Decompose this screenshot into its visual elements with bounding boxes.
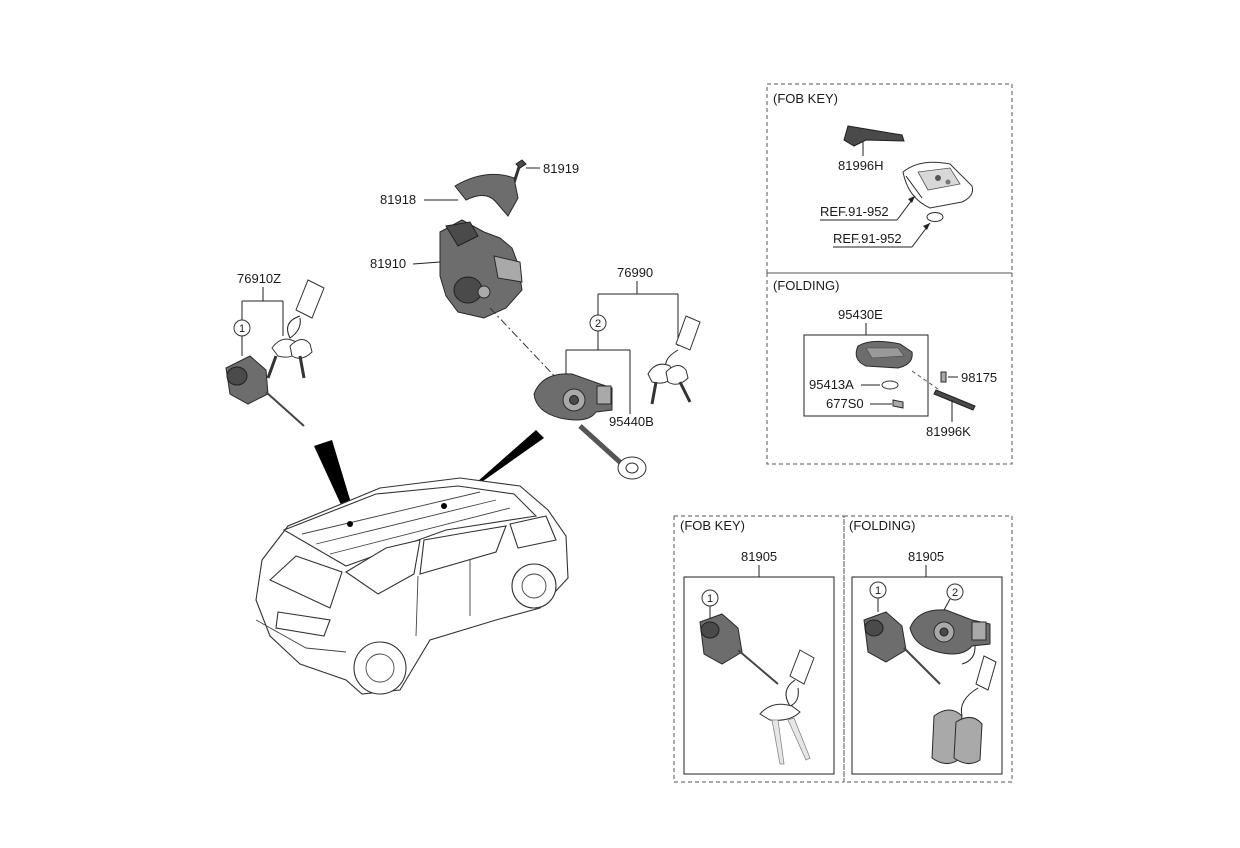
- folding-bottom-panel: (FOLDING) 81905 1 2: [843, 515, 1013, 783]
- label-76990: 76990: [617, 265, 653, 280]
- label-81918: 81918: [380, 192, 416, 207]
- ignition-key-2: [665, 365, 689, 385]
- ignition-assembly: 81919 81918 81910: [370, 159, 579, 383]
- screw-81919: [515, 159, 527, 169]
- front-wheel: [511, 563, 557, 609]
- ignition-set: 76990 2 95440B: [533, 265, 701, 480]
- label-95440B: 95440B: [609, 414, 654, 429]
- bracket-81918: [454, 173, 519, 217]
- key-head-2: [289, 339, 313, 359]
- fob-key-bottom-panel: (FOB KEY) 81905 1: [673, 515, 845, 783]
- callout-2-folding: [946, 583, 964, 601]
- folding-bottom-border: [843, 515, 1013, 783]
- windshield: [509, 515, 557, 549]
- fob-key-top-panel: (FOB KEY) 81996H REF.91-952 REF.91-952: [766, 83, 1013, 274]
- part-677S0: [892, 399, 904, 409]
- fob-key-header: (FOB KEY): [773, 91, 838, 106]
- label-81996H: 81996H: [838, 158, 884, 173]
- label-81919: 81919: [543, 161, 579, 176]
- folding-key-box: [803, 334, 929, 417]
- svg-text:1: 1: [239, 323, 245, 335]
- rear-wheel: [353, 641, 407, 695]
- fob-key-bottom-header: (FOB KEY): [680, 518, 745, 533]
- battery-icon: [926, 212, 944, 222]
- label-98175: 98175: [961, 370, 997, 385]
- key-tag-main: [295, 279, 325, 319]
- svg-text:2: 2: [595, 318, 601, 330]
- key-tag-ignition: [675, 315, 701, 351]
- label-81905-folding: 81905: [908, 549, 944, 564]
- pointer-ignition: [442, 430, 544, 510]
- folding-top-panel: (FOLDING) 95430E 95413A 677S0 98175 8199…: [766, 272, 1013, 465]
- svg-text:2: 2: [952, 587, 958, 599]
- key-tag-fob: [789, 649, 815, 685]
- door-lock-set: 76910Z 1: [225, 271, 325, 427]
- tailgate-logo-area: [275, 611, 331, 637]
- pin-98175: [940, 371, 947, 383]
- folding-bottom-header: (FOLDING): [849, 518, 915, 533]
- folding-fob-2: [953, 717, 983, 764]
- side-window-front: [419, 525, 507, 575]
- svg-text:1: 1: [875, 585, 881, 597]
- lock-cylinder-folding: [863, 611, 907, 663]
- label-95430E: 95430E: [838, 307, 883, 322]
- rear-window: [269, 555, 343, 609]
- label-81910: 81910: [370, 256, 406, 271]
- label-ref-1: REF.91-952: [820, 204, 889, 219]
- side-window-rear: [344, 539, 421, 595]
- folding-panel-border: [766, 272, 1013, 465]
- key-blade-81996H: [843, 125, 905, 147]
- folding-header: (FOLDING): [773, 278, 839, 293]
- label-677S0: 677S0: [826, 396, 864, 411]
- fob-key-81905-box: [683, 576, 835, 775]
- label-95413A: 95413A: [809, 377, 854, 392]
- lock-cylinder-fob: [699, 613, 743, 665]
- key-tag-folding: [975, 655, 997, 691]
- label-81996K: 81996K: [926, 424, 971, 439]
- vehicle-illustration: [255, 477, 569, 695]
- label-81905-fob: 81905: [741, 549, 777, 564]
- svg-text:1: 1: [707, 593, 713, 605]
- folding-81905-box: [851, 576, 1003, 775]
- blade-81996K: [933, 389, 976, 411]
- battery-95413A: [881, 380, 899, 390]
- label-ref-2: REF.91-952: [833, 231, 902, 246]
- label-76910Z: 76910Z: [237, 271, 281, 286]
